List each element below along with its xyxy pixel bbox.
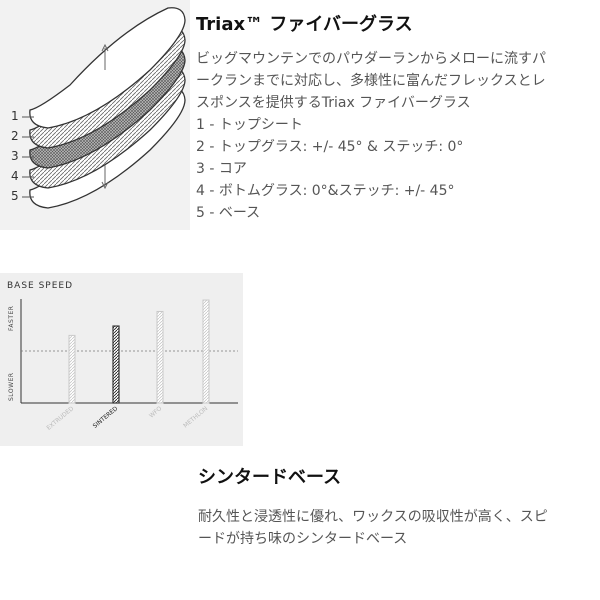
sintered-description-line: ードが持ち味のシンタードベース xyxy=(198,531,408,547)
triax-description-line: ークランまでに対応し、多様性に富んだフレックスとレ xyxy=(196,73,546,89)
bar-extruded xyxy=(68,334,76,404)
layer-number-3: 3 xyxy=(11,149,19,163)
sintered-title: シンタードベース xyxy=(198,467,342,488)
triax-description-line: ビッグマウンテンでのパウダーランからメローに流すパ xyxy=(196,51,546,67)
base-speed-chart: BASE SPEED FASTER SLOWER EXTRUDED SINTERE… xyxy=(7,281,238,432)
sintered-description: 耐久性と浸透性に優れ、ワックスの吸収性が高く、スピ ードが持ち味のシンタードベー… xyxy=(198,506,600,550)
layer-number-4: 4 xyxy=(11,169,19,183)
base-speed-chart-panel: BASE SPEED FASTER SLOWER EXTRUDED SINTERE… xyxy=(0,273,243,446)
layer-spec-2: 2 - トップグラス: +/- 45° & ステッチ: 0° xyxy=(196,139,464,155)
x-tick-label-methlon: METHLON xyxy=(182,405,209,429)
bar-wfo xyxy=(156,310,164,404)
y-label-slower: SLOWER xyxy=(8,372,15,401)
layer-number-5: 5 xyxy=(11,189,19,203)
triax-title: Triax™ ファイバーグラス xyxy=(196,14,413,35)
layer-spec-3: 3 - コア xyxy=(196,161,247,177)
layer-spec-1: 1 - トップシート xyxy=(196,117,303,133)
x-tick-label-extruded: EXTRUDED xyxy=(45,405,75,432)
layers-diagram xyxy=(22,7,186,209)
x-tick-label-wfo: WFO xyxy=(148,405,164,420)
x-tick-label-sintered: SINTERED xyxy=(92,405,120,430)
layer-spec-4: 4 - ボトムグラス: 0°&ステッチ: +/- 45° xyxy=(196,183,455,199)
triax-description-line: スポンスを提供するTriax ファイバーグラス xyxy=(196,95,471,111)
y-label-faster: FASTER xyxy=(8,306,15,331)
bar-sintered xyxy=(112,325,120,404)
layer-spec-5: 5 - ベース xyxy=(196,205,261,221)
layer-number-1: 1 xyxy=(11,109,19,123)
sintered-description-line: 耐久性と浸透性に優れ、ワックスの吸収性が高く、スピ xyxy=(198,509,548,525)
chart-title: BASE SPEED xyxy=(7,281,73,291)
layer-number-2: 2 xyxy=(11,129,19,143)
bar-methlon xyxy=(202,299,210,404)
layers-diagram-panel: 1 2 3 4 5 xyxy=(0,0,190,230)
triax-description: ビッグマウンテンでのパウダーランからメローに流すパ ークランまでに対応し、多様性… xyxy=(196,48,600,224)
layer-1-shape xyxy=(29,7,186,129)
